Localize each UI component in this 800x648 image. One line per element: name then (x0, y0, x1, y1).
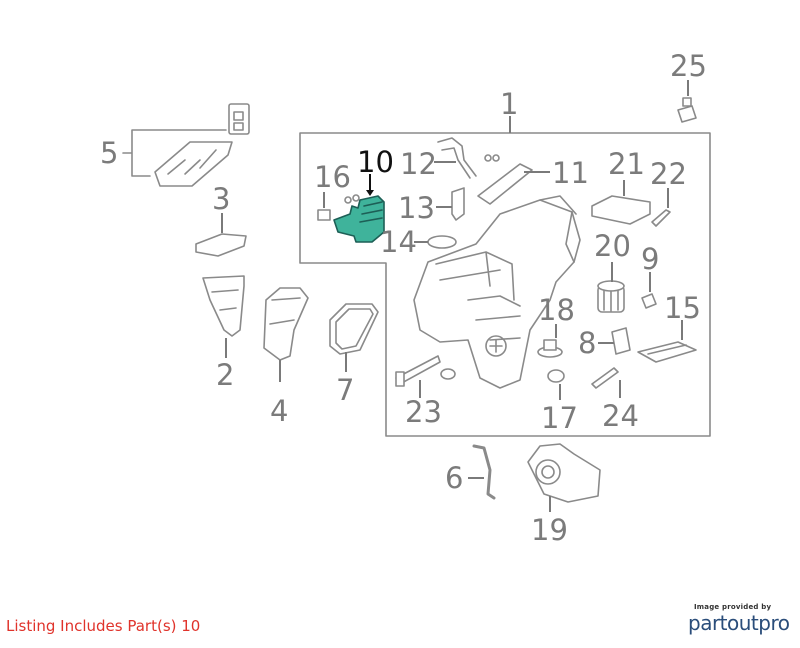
part-4-duct (263, 287, 309, 382)
part-13-bracket (436, 187, 465, 221)
part-16-clip (317, 192, 331, 221)
part-11-filter (477, 163, 550, 205)
callout-15: 15 (664, 291, 701, 325)
listing-includes-text: Listing Includes Part(s) 10 (6, 617, 201, 635)
callout-13: 13 (398, 191, 435, 225)
part-5-group (122, 103, 250, 187)
part-22-strip (651, 188, 671, 227)
part-2-duct (202, 275, 245, 358)
callout-4: 4 (270, 394, 288, 428)
part-23-rod (395, 355, 456, 398)
assembly-frame (299, 116, 711, 437)
callout-6: 6 (445, 461, 463, 495)
part-9-actuator (641, 272, 657, 309)
part-21-filter (591, 180, 651, 225)
callout-17: 17 (541, 401, 578, 435)
callout-20: 20 (594, 229, 631, 263)
callout-2: 2 (216, 358, 234, 392)
part-20-motor (597, 262, 625, 313)
part-3-filter (195, 213, 247, 257)
hvac-housing (413, 195, 581, 389)
part-18-sensor (537, 324, 563, 358)
callout-23: 23 (405, 395, 442, 429)
callout-19: 19 (531, 513, 568, 547)
callout-5: 5 (100, 136, 118, 170)
part-19-blower (527, 443, 601, 512)
callout-22: 22 (650, 157, 687, 191)
callout-7: 7 (336, 373, 354, 407)
callout-12: 12 (400, 147, 437, 181)
callout-labels: 1 2 3 4 5 6 7 8 9 10 11 12 13 14 15 16 1… (100, 49, 707, 547)
callout-21: 21 (608, 147, 645, 181)
brand-logo-text: partoutpro (688, 611, 790, 635)
part-15-filter (637, 320, 697, 363)
brand-caption: Image provided by (694, 603, 772, 611)
part-6-pipe (468, 444, 496, 500)
callout-10: 10 (357, 145, 394, 179)
part-12-pipes (434, 137, 500, 179)
callout-18: 18 (538, 293, 575, 327)
part-8-actuator (598, 327, 631, 355)
part-25-clip (677, 80, 697, 123)
callout-1: 1 (500, 87, 518, 121)
callout-11: 11 (552, 156, 589, 190)
part-24-sensor (591, 367, 621, 398)
part-7-seal (329, 303, 379, 372)
part-14-gasket (414, 235, 457, 249)
callout-25: 25 (670, 49, 707, 83)
callout-9: 9 (641, 242, 659, 276)
callout-16: 16 (314, 160, 351, 194)
callout-8: 8 (578, 326, 596, 360)
brand-attribution: Image provided by partoutpro (688, 603, 792, 635)
callout-14: 14 (380, 225, 417, 259)
part-10-evaporator (333, 174, 385, 243)
callout-3: 3 (212, 182, 230, 216)
part-17-grommet (547, 369, 565, 400)
callout-24: 24 (602, 399, 639, 433)
